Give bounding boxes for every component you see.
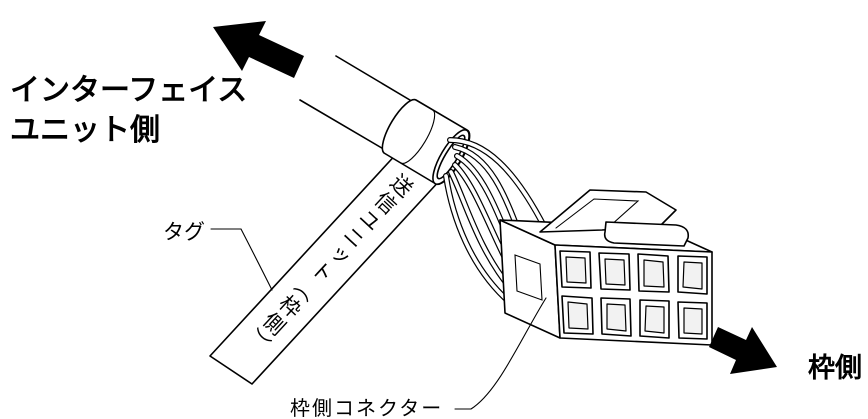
heat-shrink-sleeve: [381, 98, 471, 186]
tag-label: タグ: [163, 220, 205, 244]
connector-cavity: [677, 255, 708, 295]
connector-cavity: [561, 295, 594, 335]
latch-hood-opening: [555, 198, 640, 229]
latch-tab: [603, 221, 690, 247]
connector-cavity: [598, 252, 631, 291]
frame-side-label: 枠側: [808, 353, 862, 384]
frame-connector: [499, 189, 713, 346]
connector-cavity: [637, 253, 670, 293]
cavity-opening: [565, 256, 587, 284]
wire: [448, 169, 515, 293]
arrow-to-frame: [709, 327, 777, 374]
connector-side-window: [514, 254, 543, 301]
cavity-opening: [567, 301, 589, 330]
latch-hood: [539, 189, 677, 233]
connector-cavities: [559, 250, 708, 340]
cavity-opening: [682, 261, 703, 290]
connector-cavity: [559, 250, 592, 289]
cavity-opening: [604, 258, 626, 286]
cavity-opening: [644, 305, 665, 334]
interface-side-label-line1: インターフェイス: [10, 73, 247, 108]
wire-bundle: [443, 137, 548, 309]
cavity-opening: [606, 303, 627, 332]
connector-cavity: [600, 297, 632, 337]
tag-leader-line: [210, 228, 273, 291]
connector-leader-line: [454, 297, 547, 410]
cavity-opening: [643, 259, 665, 288]
cable-lower-edge: [299, 99, 393, 155]
cable-upper-edge: [335, 55, 421, 107]
wire: [443, 173, 517, 309]
connector-cavity: [677, 301, 708, 340]
cable: [299, 55, 421, 155]
connector-latch: [539, 189, 690, 247]
cavity-opening: [683, 307, 703, 335]
sleeve-ring: [400, 109, 436, 164]
arrow-to-interface-unit: [213, 21, 304, 78]
wire: [447, 137, 548, 231]
frame-connector-label: 枠側コネクター: [290, 396, 443, 419]
interface-side-label-line2: ユニット側: [10, 113, 160, 148]
connector-cavity: [639, 299, 670, 339]
